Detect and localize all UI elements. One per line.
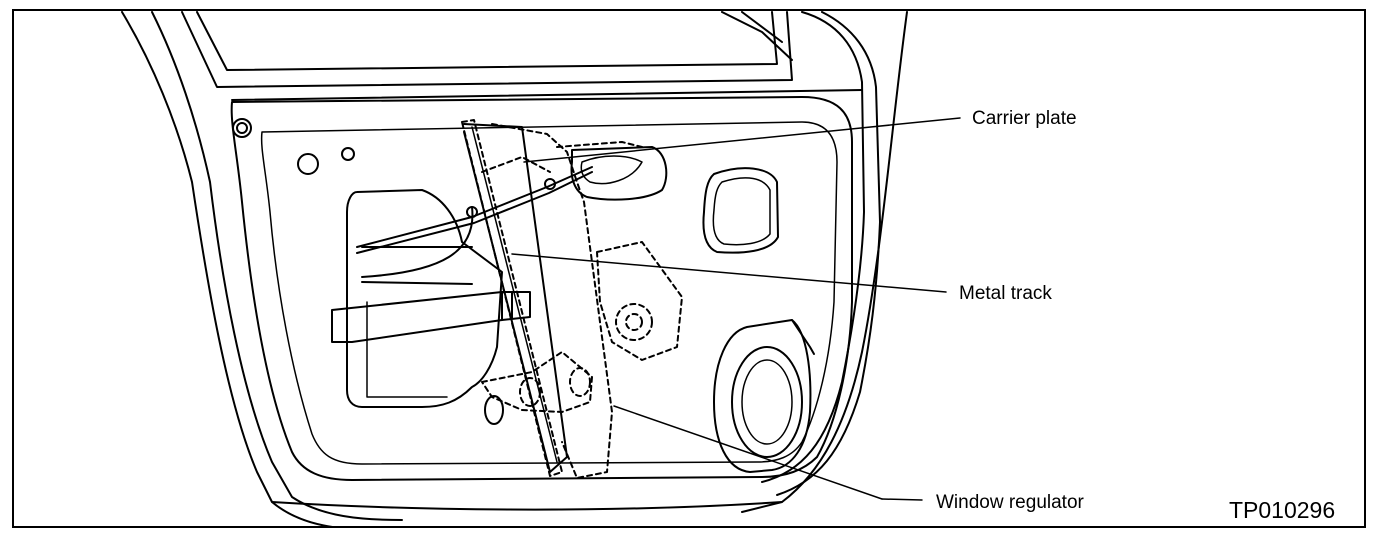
- door-diagram: [121, 11, 961, 526]
- control-rod: [356, 166, 593, 278]
- figure-reference: TP010296: [1229, 497, 1336, 523]
- access-hole-inner: [712, 177, 771, 246]
- callout-carrier-plate: Carrier plate: [972, 108, 1077, 129]
- door-outer-panel: [121, 11, 908, 526]
- metal-track: [463, 123, 568, 473]
- speaker: [713, 319, 815, 473]
- mounting-holes: [232, 118, 355, 175]
- callout-metal-track: Metal track: [959, 283, 1052, 304]
- figure-frame: Carrier plate Metal track Window regulat…: [12, 9, 1366, 528]
- leader-lines: [511, 117, 961, 501]
- drain-holes: [484, 395, 504, 425]
- window-frame: [181, 11, 863, 101]
- service-opening: [346, 189, 503, 408]
- armrest-bracket: [331, 291, 531, 343]
- inner-panel: [230, 96, 853, 481]
- access-hole: [702, 167, 779, 254]
- callout-window-regulator: Window regulator: [936, 492, 1084, 513]
